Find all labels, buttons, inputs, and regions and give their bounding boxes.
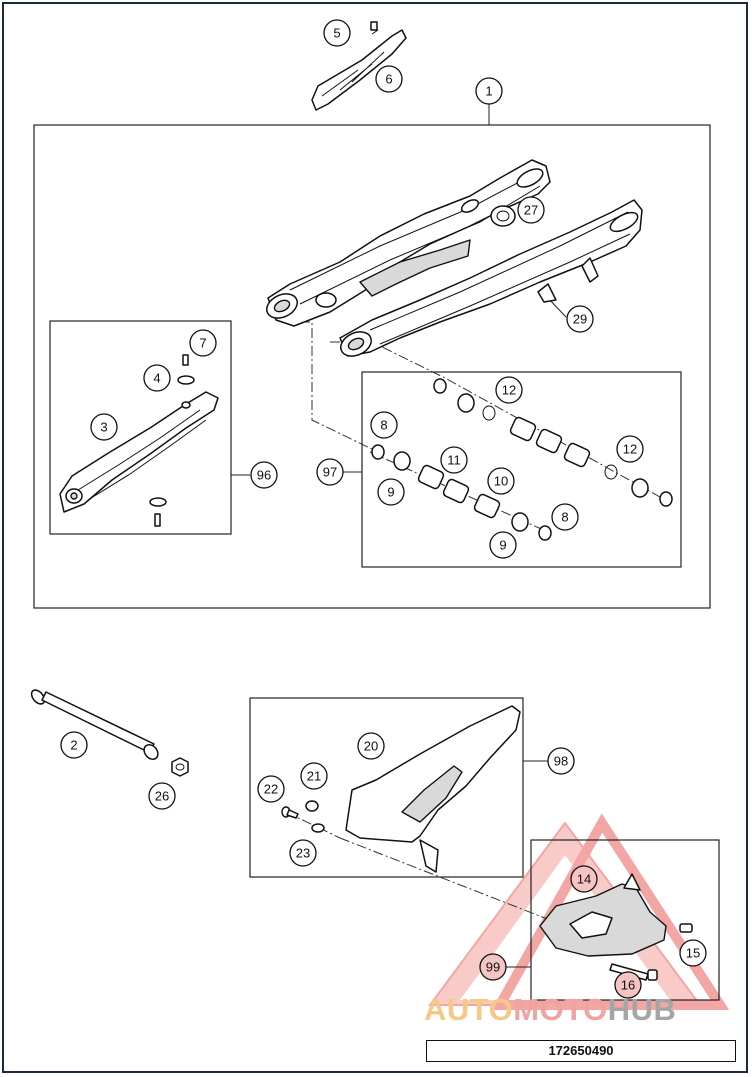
- chain-guide: [539, 873, 667, 957]
- chain-guard-fasteners: [281, 800, 325, 833]
- svg-text:96: 96: [257, 468, 271, 483]
- svg-text:6: 6: [385, 72, 392, 87]
- svg-text:4: 4: [153, 371, 160, 386]
- swingarm-group-box: [33, 124, 711, 609]
- bearing-kit-group-box: [361, 371, 682, 568]
- watermark-part-moto: MOTO: [513, 992, 608, 1027]
- svg-text:1: 1: [485, 84, 492, 99]
- svg-text:8: 8: [561, 510, 568, 525]
- callout-7: 7: [189, 329, 217, 357]
- callout-23: 23: [289, 839, 317, 867]
- callout-9-lower: 9: [489, 531, 517, 559]
- svg-text:11: 11: [447, 453, 461, 468]
- svg-text:3: 3: [100, 420, 107, 435]
- chain-guard-group-box: [249, 697, 524, 878]
- callout-26: 26: [148, 782, 176, 810]
- callout-22: 22: [257, 775, 285, 803]
- svg-text:20: 20: [364, 739, 378, 754]
- callout-9-upper: 9: [377, 478, 405, 506]
- svg-text:12: 12: [623, 442, 637, 457]
- callout-1: 1: [475, 77, 503, 105]
- callout-20: 20: [357, 732, 385, 760]
- callout-3: 3: [90, 413, 118, 441]
- svg-text:26: 26: [155, 789, 169, 804]
- callout-10: 10: [487, 467, 515, 495]
- callout-6: 6: [375, 65, 403, 93]
- callout-4: 4: [143, 364, 171, 392]
- callout-12-lower: 12: [616, 435, 644, 463]
- callout-97: 97: [316, 458, 344, 486]
- svg-text:5: 5: [333, 26, 340, 41]
- callout-27: 27: [517, 196, 545, 224]
- svg-text:8: 8: [380, 418, 387, 433]
- svg-text:22: 22: [264, 782, 278, 797]
- svg-text:27: 27: [524, 203, 538, 218]
- callout-21: 21: [300, 762, 328, 790]
- svg-text:10: 10: [494, 474, 508, 489]
- svg-text:16: 16: [621, 978, 635, 993]
- callout-14: 14: [570, 865, 598, 893]
- callout-16: 16: [614, 971, 642, 999]
- svg-text:21: 21: [307, 769, 321, 784]
- slider-screw-top: [177, 354, 195, 385]
- slider-screw-bottom: [149, 497, 167, 527]
- chain-slider-upper: [311, 21, 407, 111]
- svg-text:98: 98: [554, 754, 568, 769]
- swingarm-bushing: [490, 205, 516, 227]
- callout-2: 2: [60, 731, 88, 759]
- svg-text:9: 9: [387, 485, 394, 500]
- svg-text:12: 12: [502, 383, 516, 398]
- callout-12-upper: 12: [495, 376, 523, 404]
- watermark-logo: AUTOMOTOHUB: [424, 992, 744, 1028]
- chain-guide-bolt-15: [679, 923, 693, 933]
- chain-guide-group-box: [530, 839, 720, 1001]
- swingarm: [266, 159, 643, 357]
- callout-5: 5: [323, 19, 351, 47]
- chain-slider: [59, 391, 219, 513]
- callout-15: 15: [679, 939, 707, 967]
- chain-slider-group-box: [49, 320, 232, 535]
- svg-text:7: 7: [199, 336, 206, 351]
- callout-98: 98: [547, 747, 575, 775]
- document-number: 172650490: [426, 1040, 736, 1062]
- callout-96: 96: [250, 461, 278, 489]
- watermark-part-hub: HUB: [607, 992, 677, 1027]
- svg-text:29: 29: [573, 312, 587, 327]
- svg-text:23: 23: [296, 846, 310, 861]
- svg-text:14: 14: [577, 872, 591, 887]
- axle-nut: [171, 757, 189, 777]
- svg-text:15: 15: [686, 946, 700, 961]
- chain-guard: [345, 705, 521, 873]
- callout-8-lower: 8: [551, 503, 579, 531]
- svg-text:97: 97: [323, 465, 337, 480]
- watermark-part-auto: AUTO: [424, 992, 514, 1027]
- callout-29: 29: [566, 305, 594, 333]
- bearing-kit-parts: [371, 378, 673, 541]
- svg-text:99: 99: [486, 960, 500, 975]
- svg-text:2: 2: [70, 738, 77, 753]
- svg-text:9: 9: [499, 538, 506, 553]
- callout-99: 99: [479, 953, 507, 981]
- callout-8-upper: 8: [370, 411, 398, 439]
- swingarm-axle: [30, 689, 159, 760]
- callout-11: 11: [440, 446, 468, 474]
